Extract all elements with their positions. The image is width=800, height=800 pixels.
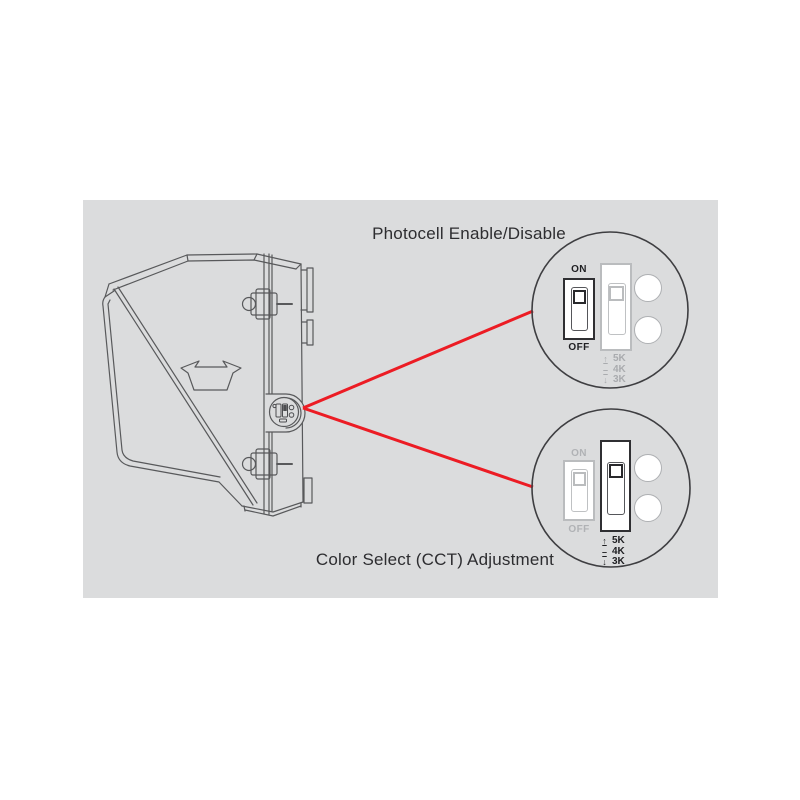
callout-circle-photocell	[531, 231, 689, 389]
legend-row: ↑ 5K	[601, 353, 626, 365]
cct-on-label: ON	[571, 448, 587, 459]
cct-switch-handle	[609, 286, 624, 301]
down-arrow-icon: ↓	[603, 375, 608, 386]
legend-row: ↓ 3K	[600, 556, 625, 568]
latch-clamp-bottom	[241, 448, 293, 480]
cct-callout-title: Color Select (CCT) Adjustment	[315, 550, 555, 569]
photocell-switch-inactive	[563, 460, 595, 521]
legend-row: – 4K	[600, 545, 625, 558]
latch-clamp-top	[241, 288, 293, 320]
photocell-off-label: OFF	[568, 342, 590, 353]
photocell-on-label: ON	[571, 264, 587, 275]
knockout-tabs	[300, 267, 314, 504]
keystone-logo-icon	[180, 360, 242, 391]
legend-label: 5K	[613, 353, 626, 364]
wall-pack-fixture-drawing	[102, 253, 314, 517]
down-arrow-icon: ↓	[602, 557, 607, 568]
legend-row: ↑ 5K	[600, 535, 625, 547]
photocell-callout-title: Photocell Enable/Disable	[372, 224, 566, 243]
legend-row: ↓ 3K	[601, 374, 626, 386]
photocell-switch-handle	[572, 290, 586, 304]
sensor-port-bottom	[634, 494, 662, 522]
cct-switch-active	[600, 440, 631, 532]
cct-switch-handle	[608, 464, 623, 478]
legend-row: – 4K	[601, 363, 626, 376]
middle-dash-icon: –	[602, 364, 608, 375]
sensor-port-top	[634, 454, 662, 482]
diagram-panel: Photocell Enable/Disable ON OFF ↑ 5K – 4…	[83, 200, 718, 598]
callout-circle-cct	[531, 408, 691, 568]
legend-label: 3K	[613, 374, 626, 385]
cct-off-label: OFF	[568, 524, 590, 535]
legend-label: 4K	[613, 363, 626, 375]
legend-label: 4K	[612, 545, 625, 557]
sensor-port-top	[634, 274, 662, 302]
up-arrow-icon: ↑	[602, 536, 607, 547]
legend-label: 3K	[612, 556, 625, 567]
cct-legend-inactive: ↑ 5K – 4K ↓ 3K	[601, 353, 626, 386]
up-arrow-icon: ↑	[603, 354, 608, 365]
callout-line-top	[302, 309, 534, 410]
sensor-port-bottom	[634, 316, 662, 344]
middle-dash-icon: –	[601, 546, 607, 557]
callout-line-bottom	[302, 406, 534, 489]
cct-switch-inactive	[600, 263, 632, 351]
legend-label: 5K	[612, 535, 625, 546]
diagram-line-art	[102, 231, 691, 568]
photocell-switch	[563, 278, 595, 340]
cct-legend-active: ↑ 5K – 4K ↓ 3K	[600, 535, 625, 568]
dip-switch-pod-icon	[265, 393, 306, 433]
photocell-switch-handle	[572, 472, 586, 486]
